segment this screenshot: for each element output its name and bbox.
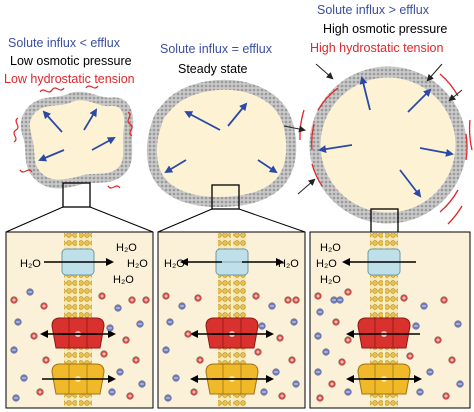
red-transporter bbox=[357, 317, 411, 349]
anion bbox=[336, 296, 344, 304]
water-label: H₂O bbox=[316, 258, 337, 270]
anion bbox=[454, 320, 462, 328]
water-label: H₂O bbox=[164, 258, 185, 270]
water-label: H₂O bbox=[113, 274, 134, 286]
anion bbox=[330, 296, 338, 304]
cation bbox=[126, 392, 134, 400]
anion bbox=[260, 388, 268, 396]
cation bbox=[128, 296, 136, 304]
cation bbox=[142, 296, 150, 304]
cation bbox=[36, 388, 44, 396]
panel1-osmotic: Low osmotic pressure bbox=[10, 54, 132, 68]
water-label: H₂O bbox=[278, 258, 299, 270]
anion bbox=[172, 374, 180, 382]
cation bbox=[196, 356, 204, 364]
cation bbox=[344, 336, 352, 344]
anion bbox=[316, 308, 324, 316]
cell-swollen bbox=[283, 63, 473, 234]
anion bbox=[456, 380, 464, 388]
cation bbox=[40, 302, 48, 310]
cation bbox=[284, 296, 292, 304]
anion bbox=[136, 320, 144, 328]
anion bbox=[178, 302, 186, 310]
anion bbox=[258, 322, 266, 330]
anion bbox=[114, 304, 122, 312]
cation bbox=[328, 380, 336, 388]
cation bbox=[42, 356, 50, 364]
membrane-detail bbox=[314, 233, 464, 407]
cation bbox=[30, 332, 38, 340]
anion bbox=[166, 318, 174, 326]
water-label: H₂O bbox=[20, 258, 41, 270]
cation bbox=[132, 356, 140, 364]
anion bbox=[106, 324, 114, 332]
panel3-condition: Solute influx > efflux bbox=[317, 3, 429, 17]
cation bbox=[440, 296, 448, 304]
anion bbox=[116, 368, 124, 376]
anion bbox=[322, 348, 330, 356]
panel2-state: Steady state bbox=[178, 62, 248, 76]
anion bbox=[344, 388, 352, 396]
cation bbox=[288, 356, 296, 364]
anion bbox=[314, 332, 322, 340]
membrane-detail bbox=[10, 233, 150, 407]
anion bbox=[426, 368, 434, 376]
cation bbox=[400, 294, 408, 302]
anion bbox=[420, 302, 428, 310]
water-label: H₂O bbox=[116, 242, 137, 254]
membrane-detail bbox=[162, 233, 300, 407]
panel1-condition: Solute influx < efflux bbox=[8, 36, 120, 50]
anion bbox=[26, 288, 34, 296]
water-label: H₂O bbox=[320, 274, 341, 286]
cation bbox=[406, 352, 414, 360]
water-label: H₂O bbox=[320, 242, 341, 254]
red-transporter bbox=[51, 317, 105, 349]
cation bbox=[100, 350, 108, 358]
cell-shrunken bbox=[13, 85, 134, 208]
cation bbox=[314, 292, 322, 300]
cation bbox=[184, 330, 192, 338]
cation bbox=[194, 294, 202, 302]
anion bbox=[268, 302, 276, 310]
cation bbox=[434, 336, 442, 344]
cation bbox=[252, 292, 260, 300]
anion bbox=[272, 368, 280, 376]
cation bbox=[344, 288, 352, 296]
anion bbox=[416, 388, 424, 396]
anion bbox=[138, 380, 146, 388]
cation bbox=[278, 392, 286, 400]
anion bbox=[314, 368, 322, 376]
panel1-tension: Low hydrostatic tension bbox=[4, 72, 135, 86]
cation bbox=[254, 348, 262, 356]
anion bbox=[20, 374, 28, 382]
cation bbox=[448, 356, 456, 364]
cation bbox=[338, 358, 346, 366]
panel3-tension: High hydrostatic tension bbox=[310, 41, 444, 55]
anion bbox=[292, 380, 300, 388]
anion bbox=[108, 388, 116, 396]
cation bbox=[10, 296, 18, 304]
cation bbox=[162, 292, 170, 300]
water-label: H₂O bbox=[127, 258, 148, 270]
cation bbox=[122, 336, 130, 344]
panel2-condition: Solute influx = efflux bbox=[160, 42, 272, 56]
cation bbox=[292, 296, 300, 304]
anion bbox=[12, 394, 20, 402]
cation bbox=[98, 292, 106, 300]
panel3-osmotic: High osmotic pressure bbox=[323, 22, 448, 36]
anion bbox=[290, 318, 298, 326]
anion bbox=[164, 394, 172, 402]
anion bbox=[412, 322, 420, 330]
cation bbox=[276, 334, 284, 342]
cation bbox=[190, 388, 198, 396]
anion bbox=[14, 318, 22, 326]
cell-steady bbox=[146, 79, 297, 210]
cation bbox=[332, 318, 340, 326]
anion bbox=[162, 346, 170, 354]
cation bbox=[316, 394, 324, 402]
cation bbox=[442, 392, 450, 400]
anion bbox=[10, 346, 18, 354]
red-transporter bbox=[205, 317, 259, 349]
